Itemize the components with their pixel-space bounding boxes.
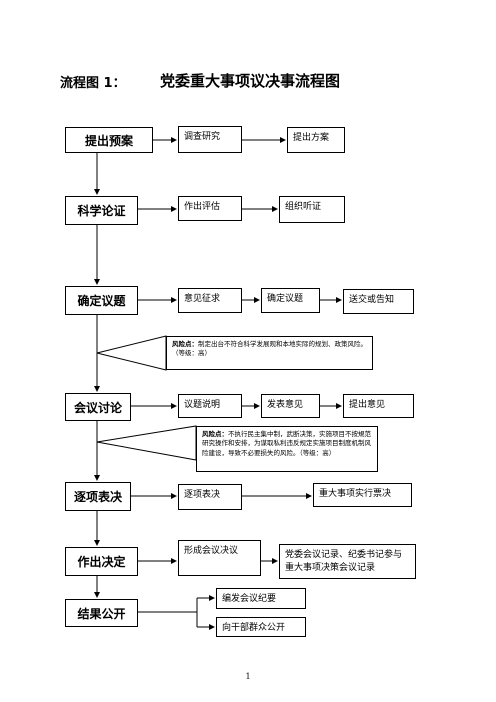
step-meeting-records: 党委会议记录、纪委书记参与重大事项决策会议记录 (279, 544, 416, 579)
step-ballot-vote: 重大事项实行票决 (313, 483, 412, 507)
stage-set-agenda: 确定议题 (65, 286, 138, 315)
step-agenda-explanation: 议题说明 (178, 394, 242, 418)
flowchart-number: 流程图 1： (60, 76, 126, 91)
risk-point-1: 风险点：制定出台不符合科学发展观和本地实际的规划、政策风险。（等级：高） (166, 336, 373, 370)
stage-itemized-vote: 逐项表决 (65, 482, 131, 511)
risk-text: 制定出台不符合科学发展观和本地实际的规划、政策风险。（等级：高） (172, 340, 367, 358)
step-itemized-vote: 逐项表决 (178, 484, 242, 510)
step-express-opinion: 发表意见 (261, 394, 320, 418)
step-investigation: 调查研究 (178, 126, 242, 153)
step-deliver-notify: 送交或告知 (343, 289, 414, 314)
step-solicit-opinions: 意见征求 (178, 288, 242, 313)
stage-publish-results: 结果公开 (65, 599, 138, 627)
stage-scientific-assessment: 科学论证 (65, 196, 138, 225)
step-issue-minutes: 编发会议纪要 (216, 588, 306, 609)
risk-text: 不执行民主集中制，武断决策，实施项目不按規范研究操作和安排，为谋取私利违反规定实… (202, 430, 371, 457)
step-form-resolution: 形成会议决议 (178, 540, 261, 576)
risk-point-2: 风险点：不执行民主集中制，武断决策，实施项目不按規范研究操作和安排，为谋取私利违… (196, 426, 378, 472)
page-number: 1 (245, 672, 251, 681)
step-propose-scheme: 提出方案 (287, 127, 345, 153)
stage-meeting-discussion: 会议讨论 (65, 393, 131, 421)
step-raise-opinion: 提出意见 (343, 394, 414, 418)
risk-label: 风险点： (202, 430, 228, 438)
step-hearing: 组织听证 (279, 196, 345, 223)
step-public-disclosure: 向干部群众公开 (216, 617, 306, 637)
stage-make-decision: 作出决定 (65, 547, 138, 576)
step-confirm-agenda: 确定议题 (261, 288, 320, 313)
flowchart-title: 党委重大事项议决事流程图 (160, 72, 341, 90)
stage-propose-plan: 提出预案 (65, 127, 153, 153)
risk-label: 风险点： (172, 340, 198, 348)
step-evaluation: 作出评估 (178, 196, 242, 221)
